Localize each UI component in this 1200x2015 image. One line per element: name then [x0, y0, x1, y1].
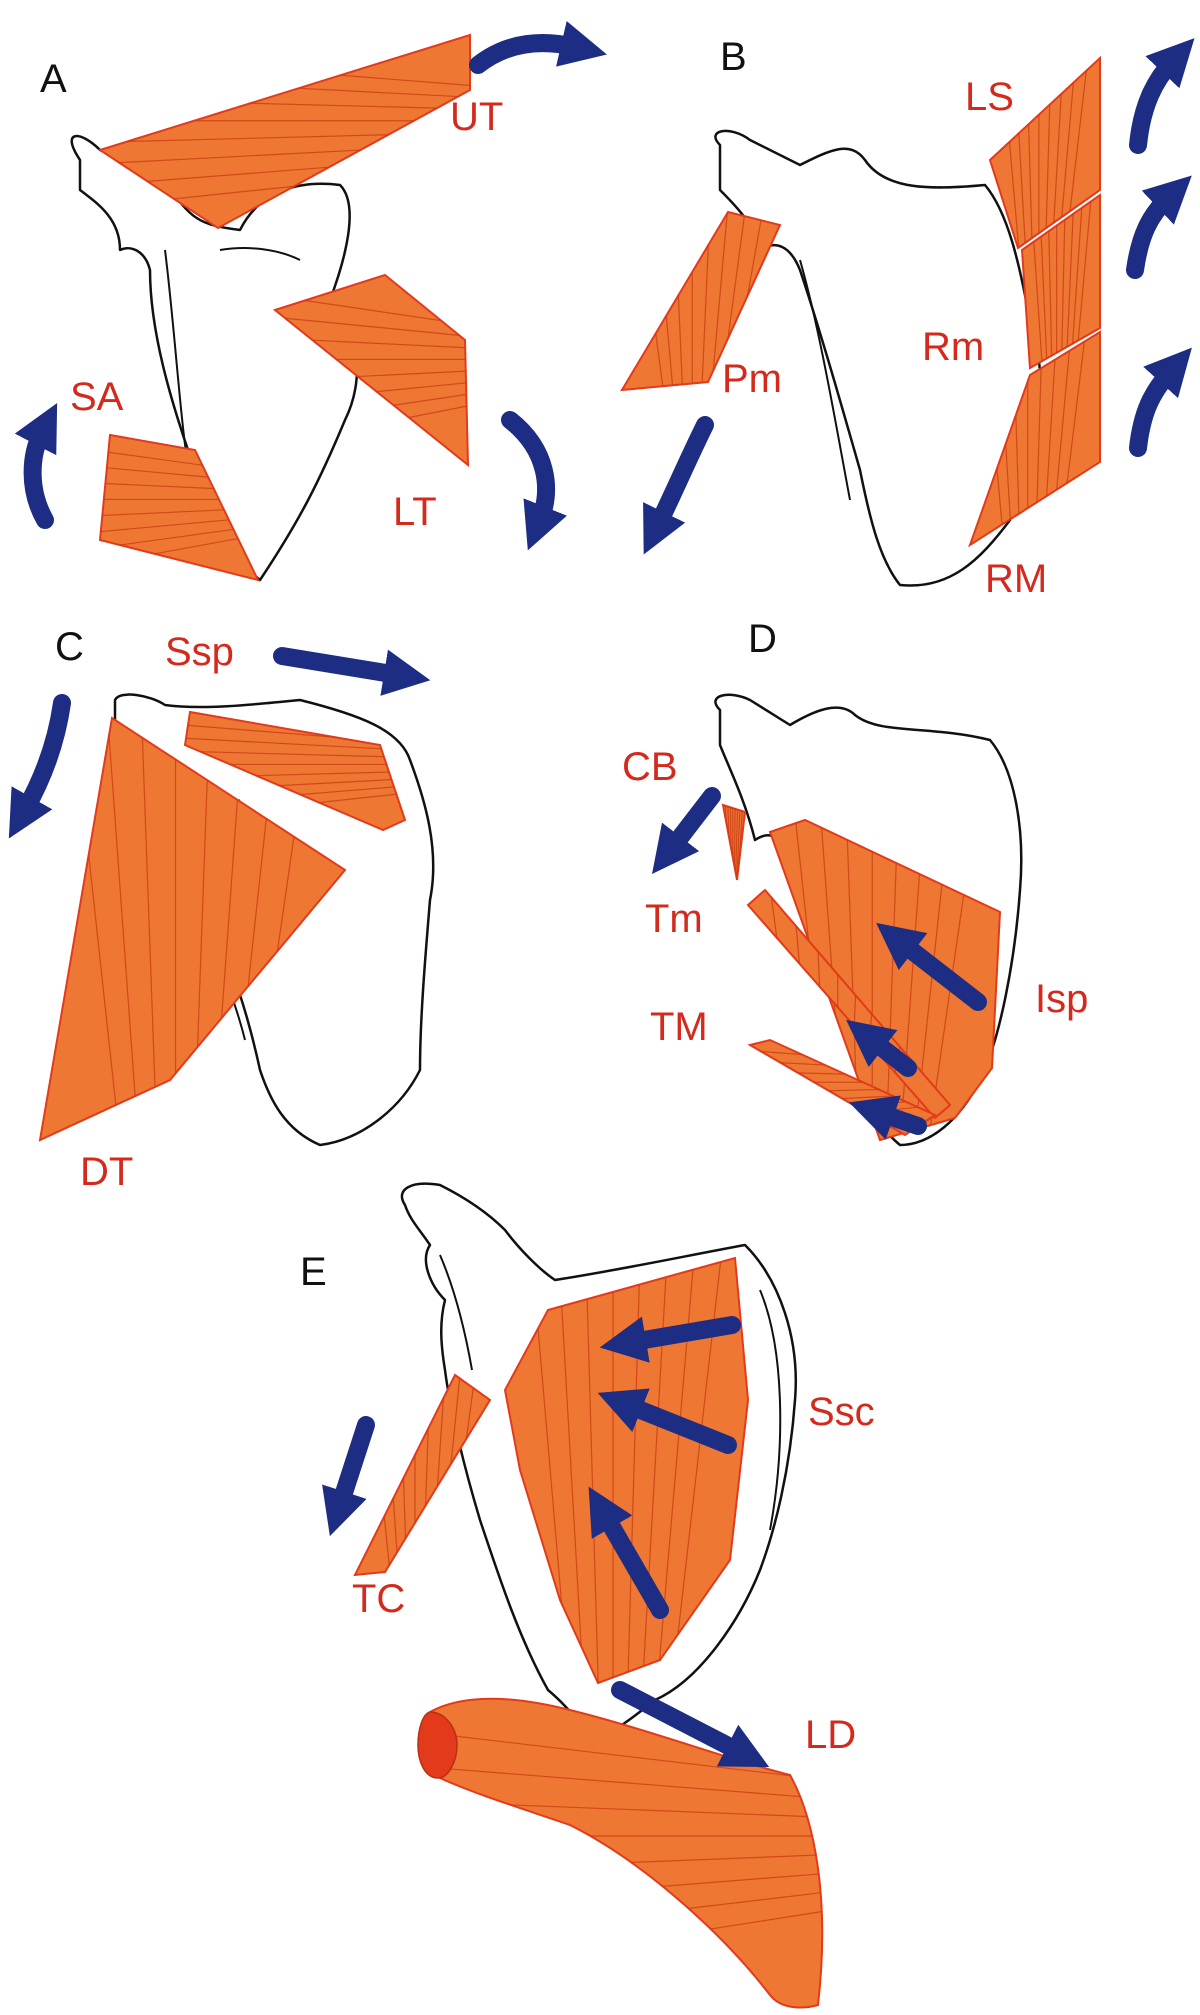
muscle-deltoid: [38, 716, 347, 1142]
panel-letter-d: D: [748, 617, 777, 661]
movement-arrow-icon: [469, 21, 607, 74]
movement-arrow-icon: [643, 416, 714, 555]
muscle-rhomboid-major: [968, 330, 1101, 548]
panel-a: A UT SA LT: [14, 21, 607, 582]
movement-arrow-icon: [611, 1681, 770, 1768]
movement-arrow-icon: [597, 1388, 737, 1454]
muscle-infraspinatus: [768, 818, 1002, 1142]
label-sa: SA: [70, 375, 124, 419]
panel-d: D CB Tm TM Isp: [622, 617, 1088, 1147]
muscle-levator-scapulae: [988, 55, 1101, 250]
movement-arrow-icon: [652, 787, 721, 874]
movement-arrow-icon: [1126, 175, 1192, 279]
movement-arrow-icon: [599, 1316, 741, 1363]
movement-arrow-icon: [8, 694, 71, 839]
label-ut: UT: [450, 95, 503, 139]
muscle-pectoralis-minor: [620, 210, 782, 392]
label-tc: TC: [352, 1577, 405, 1621]
muscle-subscapularis: [503, 1256, 750, 1685]
label-pm: Pm: [722, 357, 782, 401]
label-dt: DT: [80, 1150, 133, 1194]
muscle-triceps-long-head: [353, 1373, 492, 1577]
panel-b: B LS Pm Rm RM: [620, 35, 1195, 601]
movement-arrow-icon: [14, 402, 58, 529]
muscle-cut-end: [417, 1711, 458, 1779]
movement-arrow-icon: [322, 1416, 375, 1537]
panel-letter-a: A: [40, 57, 67, 101]
label-isp: Isp: [1035, 977, 1088, 1021]
scapula-outline: [70, 134, 359, 582]
label-tm-major: TM: [650, 1005, 708, 1049]
movement-arrow-icon: [876, 922, 987, 1011]
movement-arrow-icon: [273, 647, 431, 696]
label-ls: LS: [965, 75, 1014, 119]
muscle-latissimus-dorsi: [428, 1697, 824, 2009]
panel-letter-e: E: [300, 1250, 327, 1294]
muscle-upper-trapezius: [97, 33, 471, 230]
label-cb: CB: [622, 745, 678, 789]
movement-arrow-icon: [501, 411, 567, 551]
label-ssc: Ssc: [808, 1390, 875, 1434]
panel-letter-b: B: [720, 35, 747, 79]
label-lt: LT: [393, 490, 437, 534]
movement-arrow-icon: [588, 1486, 669, 1619]
movement-arrow-icon: [846, 1019, 917, 1077]
label-rm: Rm: [922, 325, 984, 369]
panel-letter-c: C: [55, 625, 84, 669]
movement-arrow-icon: [849, 1095, 927, 1140]
movement-arrow-icon: [1129, 38, 1195, 154]
label-ld: LD: [805, 1713, 856, 1757]
label-rm-major: RM: [985, 557, 1047, 601]
label-ssp: Ssp: [165, 630, 234, 674]
panel-c: C Ssp DT: [8, 625, 435, 1194]
label-tm: Tm: [645, 897, 703, 941]
panel-e: E Ssc TC LD: [300, 1182, 875, 2009]
movement-arrow-icon: [1129, 347, 1192, 457]
